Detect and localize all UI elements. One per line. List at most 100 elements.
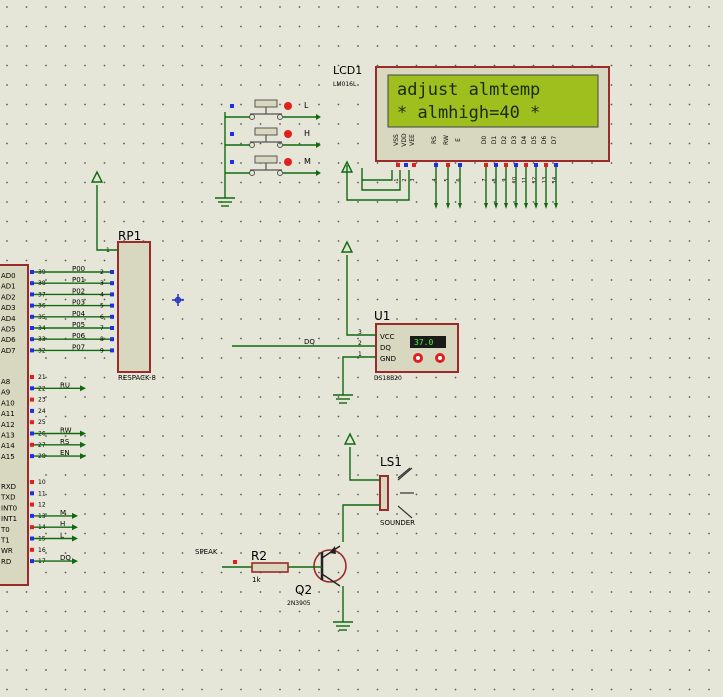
mcu-chip[interactable]: AD0AD1AD2AD3AD4AD5AD6AD7A8A9A10A11A12A13… [0,264,29,586]
mcu-pin-label: A14 [1,442,15,450]
mcu-pin-label: INT1 [1,515,17,523]
rp-pin-number: 5 [100,303,104,310]
button-cap [254,99,278,108]
sounder[interactable]: LS1 SOUNDER [379,455,415,527]
lcd-wire-arrow [514,203,518,209]
resistor-r2[interactable]: R2 1k [251,549,289,584]
mcu-pin-label: WR [1,547,13,555]
rp-pin-number: 8 [100,336,104,343]
port3-pin [30,525,34,530]
sounder-model-label: SOUNDER [380,519,415,527]
transistor-arrow [329,546,336,554]
push-button-l[interactable]: L [225,99,321,120]
rp-pin-number: 4 [100,291,104,298]
lcd-screen [387,74,599,128]
lcd-pin-terminal [484,163,488,167]
transistor-ref-label: Q2 [295,583,312,597]
mcu-pin-label: AD1 [1,283,16,291]
lcd-pin-terminal [434,163,438,167]
rp-pin [110,326,114,330]
button-label: M [304,157,311,166]
button-indicator [284,102,292,110]
transistor-collector [321,573,341,587]
sensor-pin-dq: DQ [380,344,391,352]
button-group: LHM [225,99,321,176]
lcd-pin-label: D7 [551,136,558,145]
port2-pin [30,375,34,379]
lcd-model-label: LM016L [333,81,357,88]
rp-pin [110,292,114,297]
transistor-model-label: 2N3905 [287,600,311,607]
port3-pin [30,480,34,484]
lcd-pin-label: RS [431,136,438,144]
mcu-pin-label: RXD [1,483,16,491]
r2-value-label: 1k [252,576,261,584]
port3-wire-arrow [72,524,78,531]
lcd-pin-terminal [396,163,400,167]
button-terminal-right [277,170,283,176]
lcd-wire-arrow [458,203,462,209]
sounder-wave-bot [397,505,413,519]
button-wire-arrow [316,170,321,176]
lcd-pin-number: 5 [444,178,450,181]
lcd-pin-terminal [504,163,508,167]
lcd-ref-label: LCD1 [333,64,362,77]
port2-pin-number: 23 [38,397,46,404]
port2-pin [30,408,34,413]
lcd-pin-label: VSS [393,134,400,146]
port0-net-label: P01 [72,276,85,284]
port3-wire-arrow [72,535,78,542]
sensor-down-button[interactable] [435,353,445,363]
push-button-h[interactable]: H [225,127,321,148]
lcd-wire-arrow [484,203,488,209]
lcd-display[interactable]: LCD1 LM016L adjust almtemp * almhigh=40 … [333,64,610,209]
temperature-sensor[interactable]: U1 VCC DQ GND 3 2 1 37.0 DS18B20 [358,309,459,382]
lcd-pin-label: VEE [409,134,416,146]
lcd-pin-number: 14 [552,177,558,183]
mcu-pin-label: T1 [0,537,10,545]
port2-wire-arrow [80,441,86,448]
resistor-pack[interactable]: RP1 RESPACK-8 1 [106,229,156,382]
port2-net-label: RS [60,438,70,446]
transistor[interactable]: Q2 2N3905 [287,545,347,607]
lcd-pin-number: 9 [502,178,508,181]
button-cap [254,127,278,136]
lcd-pin-number: 2 [402,178,408,181]
lcd-wiring [346,165,410,201]
rp-pin-number: 6 [100,314,104,321]
button-terminal-right [277,114,283,120]
port3-pin-number: 11 [38,490,46,497]
lcd-pin-label: D1 [491,136,498,145]
button-indicator [284,158,292,166]
port3-pin [30,513,34,518]
port0-pin [30,348,34,353]
port2-net-label: RU [60,381,70,389]
lcd-pin-number: 4 [432,178,438,181]
sensor-readout: 37.0 [414,338,433,347]
rp-pin [110,337,114,342]
lcd-pin-label: D5 [531,136,538,145]
push-button-m[interactable]: M [225,155,321,176]
button-pin [230,160,234,164]
lcd-pin-label: D4 [521,136,528,145]
rp-pin [110,270,114,274]
port3-pin [30,502,34,507]
mcu-pin-label: A12 [1,421,15,429]
mcu-pin-label: RD [1,558,11,566]
lcd-pin-terminal [524,163,528,167]
port0-pin [30,281,34,286]
port3-wire-arrow [72,512,78,519]
lcd-wire-arrow [534,203,538,209]
button-indicator [284,130,292,138]
lcd-pin-label: RW [443,135,450,145]
lcd-pin-terminal [544,163,548,167]
port2-pin-number: 24 [38,408,46,415]
button-wiring [215,112,235,207]
lcd-pin-label: D3 [511,136,518,145]
sensor-up-button[interactable] [413,353,423,363]
port2-wire-arrow [80,430,86,437]
port0-pin [30,337,34,342]
lcd-pin-number: 13 [542,177,548,183]
